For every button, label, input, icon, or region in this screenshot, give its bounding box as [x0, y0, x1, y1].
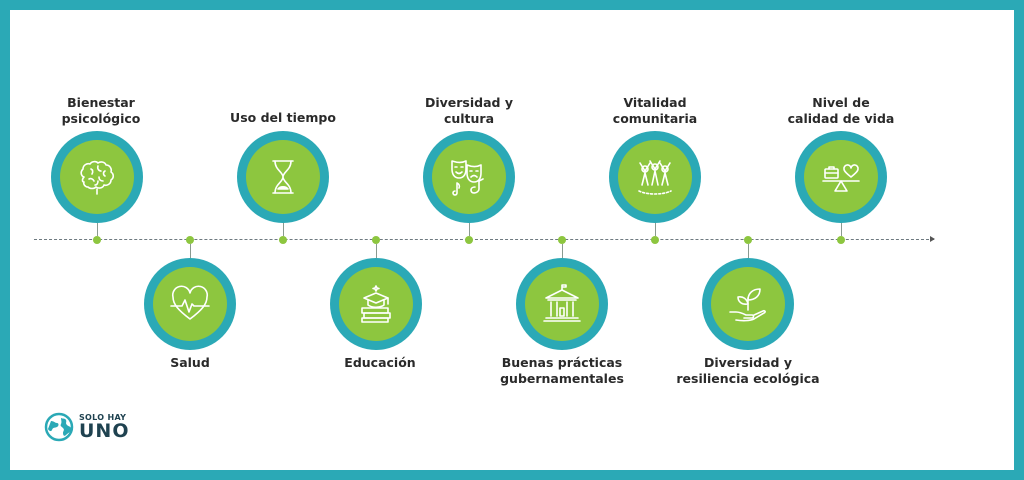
connector [840, 222, 842, 236]
timeline-dot [744, 236, 752, 244]
label-calidad-de-vida: Nivel de calidad de vida [787, 95, 895, 126]
label-bienestar-psicologico: Bienestar psicológico [61, 95, 141, 126]
books-icon [361, 285, 391, 323]
timeline-arrow-icon [930, 236, 935, 242]
node-bienestar-psicologico [51, 131, 143, 223]
label-educacion: Educación [344, 355, 416, 370]
node-resiliencia-ecologica [702, 258, 794, 350]
timeline-dot [558, 236, 566, 244]
node-vitalidad-comunitaria [609, 131, 701, 223]
hourglass-icon [272, 160, 294, 194]
connector [561, 244, 563, 258]
brand-logo: SOLO HAY UNO [44, 412, 129, 442]
node-uso-del-tiempo [237, 131, 329, 223]
connector [654, 222, 656, 236]
timeline-dot [93, 236, 101, 244]
timeline-dot [465, 236, 473, 244]
timeline-dot [279, 236, 287, 244]
node-buenas-practicas [516, 258, 608, 350]
label-salud: Salud [170, 355, 210, 370]
label-vitalidad-comunitaria: Vitalidad comunitaria [612, 95, 698, 126]
connector [747, 244, 749, 258]
connector [282, 222, 284, 236]
timeline-dot [186, 236, 194, 244]
timeline-dot [651, 236, 659, 244]
connector [375, 244, 377, 258]
heart-pulse-icon [170, 285, 210, 320]
community-icon [638, 160, 672, 195]
label-buenas-practicas: Buenas prácticas gubernamentales [500, 355, 624, 386]
brand-line-2: UNO [79, 419, 130, 442]
timeline-dot [837, 236, 845, 244]
label-uso-del-tiempo: Uso del tiempo [230, 110, 336, 125]
label-diversidad-cultura: Diversidad y cultura [424, 95, 513, 126]
timeline-dot [372, 236, 380, 244]
plant-hand-icon [729, 288, 766, 322]
brand-line-1: SOLO HAY [79, 412, 127, 422]
node-salud [144, 258, 236, 350]
connector [189, 244, 191, 258]
node-educacion [330, 258, 422, 350]
timeline-line [34, 239, 934, 240]
brain-icon [80, 160, 115, 195]
globe-icon [44, 412, 74, 442]
government-building-icon [543, 284, 581, 322]
balance-icon [822, 164, 860, 192]
connector [468, 222, 470, 236]
connector [96, 222, 98, 236]
theater-masks-icon [451, 160, 484, 196]
node-diversidad-cultura [423, 131, 515, 223]
label-resiliencia-ecologica: Diversidad y resiliencia ecológica [676, 355, 820, 386]
node-calidad-de-vida [795, 131, 887, 223]
